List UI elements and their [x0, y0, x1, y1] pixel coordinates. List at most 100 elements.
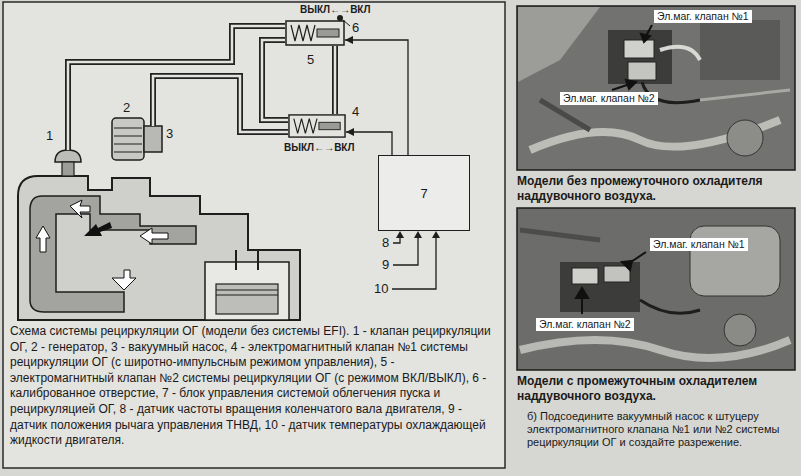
sensor-input-line: [392, 231, 440, 289]
vacuum-pump-part: [144, 126, 162, 152]
engine-illustration-part: [84, 222, 112, 236]
photo-label: Эл.маг. клапан №2: [536, 318, 634, 331]
vacuum-hose-part: [262, 40, 288, 120]
solenoid-valve: 5: [285, 20, 345, 46]
callout-number: 5: [307, 52, 314, 67]
callout-number: 7: [420, 186, 427, 201]
callout-number: 8: [382, 235, 389, 251]
vacuum-hose-part: [262, 40, 288, 120]
control-unit-box: 7: [378, 155, 470, 231]
engine-photo-part: [640, 300, 700, 313]
egr-valve-part: [55, 150, 81, 162]
engine-illustration-part: [216, 284, 278, 314]
generator-part: [114, 144, 142, 145]
generator: [112, 118, 144, 160]
valve-plunger: [319, 122, 340, 129]
engine-illustration-part: [70, 200, 90, 218]
valve-symbol: [288, 114, 346, 138]
engine-photo-part: [700, 90, 790, 100]
engine-photo-part: [724, 314, 756, 346]
engine-photo-part: [660, 47, 700, 60]
engine-photo-part: [690, 226, 780, 296]
engine-illustration-part: [235, 250, 237, 270]
photo-caption: Модели без промежуточного охладителя над…: [517, 174, 793, 204]
vacuum-pump: [144, 126, 162, 152]
engine-illustration-part: [112, 270, 136, 290]
vacuum-hose-part: [334, 46, 337, 114]
vacuum-hose-part: [332, 46, 338, 114]
engine-illustration-part: [257, 250, 259, 270]
engine-illustration-part: [216, 295, 278, 296]
leader-arrow-part: [622, 261, 632, 270]
engine-photo-part: [628, 62, 656, 80]
figure-panel-part: [3, 2, 505, 468]
valve-coil: [291, 25, 315, 41]
engine-photo-part: [608, 30, 672, 84]
engine-illustration-part: [30, 196, 196, 312]
sensor-input-line-part: [414, 231, 422, 238]
callout-number: 4: [352, 104, 359, 119]
valve-body: [289, 115, 345, 137]
engine-illustration-part: [18, 176, 300, 320]
callout-number: 2: [123, 100, 130, 116]
engine-photo: [517, 208, 795, 370]
signal-line: [345, 36, 408, 155]
photo-label: Эл.маг. клапан №1: [650, 238, 748, 251]
leader-arrow-part: [641, 34, 650, 42]
sensor-input-line-part: [432, 231, 440, 238]
engine-photo-part: [727, 120, 763, 156]
generator-part: [114, 128, 142, 129]
engine-photo-part: [604, 266, 630, 282]
engine-photo-part: [624, 40, 654, 58]
engine-illustration-part: [205, 262, 289, 320]
switch-label: ВЫКЛ←→ВКЛ: [284, 142, 354, 155]
calibrated-orifice-part: [337, 15, 343, 21]
leader-arrow-part: [576, 288, 588, 298]
valve-body: [286, 21, 344, 45]
engine-illustration: [18, 176, 300, 320]
sensor-input-line-part: [392, 237, 436, 289]
photo-label: Эл.маг. клапан №2: [560, 92, 658, 105]
photo-caption: Модели с промежуточным охладителем надду…: [517, 374, 793, 404]
engine-photo-part: [560, 262, 640, 312]
callout-number: 9: [382, 257, 389, 273]
vacuum-hose-part: [153, 76, 288, 132]
engine-photo-part: [520, 230, 600, 240]
engine-illustration-part: [36, 226, 50, 252]
valve-symbol: [285, 20, 345, 46]
egr-valve: [55, 150, 81, 176]
engine-photo-part: [700, 20, 780, 80]
generator-part: [112, 118, 144, 160]
photo-label: Эл.маг. клапан №1: [654, 10, 752, 23]
callout-number: 1: [46, 128, 53, 144]
valve-plunger: [317, 29, 339, 37]
generator-part: [114, 136, 142, 137]
egr-valve-part: [62, 162, 74, 176]
instruction-text: б) Подсоедините вакуумный насос к штуцер…: [527, 410, 793, 450]
engine-photo: [517, 6, 795, 170]
signal-line: [345, 40, 408, 155]
leader-arrow-part: [626, 80, 636, 89]
callout-number: 10: [374, 281, 388, 297]
engine-photo-part: [518, 7, 600, 82]
callout-number: 6: [352, 20, 359, 36]
switch-label: ВЫКЛ←→ВКЛ: [300, 4, 370, 17]
generator-part: [114, 152, 142, 153]
callout-number: 3: [166, 126, 173, 142]
engine-photo-part: [517, 208, 795, 370]
engine-illustration-part: [140, 228, 168, 244]
engine-illustration-part: [216, 290, 278, 291]
valve-coil: [294, 119, 317, 134]
solenoid-valve: 4: [288, 114, 346, 138]
engine-photo-part: [572, 268, 598, 284]
vacuum-hose-part: [153, 76, 288, 132]
figure-panel: [3, 2, 505, 468]
sensor-input-line-part: [396, 231, 404, 238]
figure-caption: Схема системы рециркуляции ОГ (модели бе…: [10, 324, 500, 449]
leader-arrow: [612, 25, 652, 90]
sensor-input-line-part: [393, 237, 418, 265]
arrow-head: [345, 36, 353, 44]
arrow-head: [346, 128, 354, 136]
engine-photo-part: [517, 6, 795, 170]
